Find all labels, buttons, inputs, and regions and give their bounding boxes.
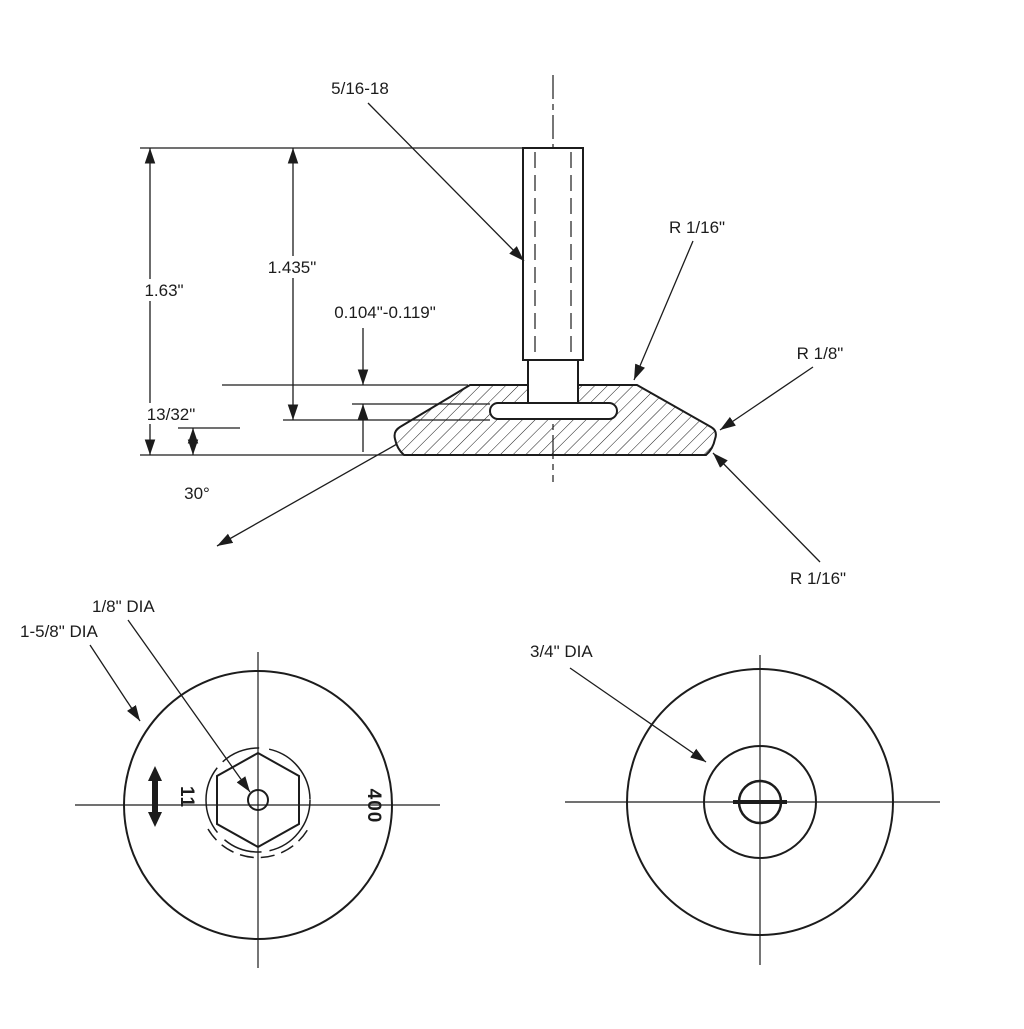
- stud-height-label: 1.435": [268, 258, 317, 277]
- recess-dia-label: 3/4" DIA: [530, 642, 593, 661]
- label-bg-13-32: [140, 403, 202, 424]
- stamp-arrow-up-icon: [148, 766, 162, 781]
- leader-radius-top: [634, 241, 693, 380]
- base-outline-circle: [124, 671, 392, 939]
- taper-angle-line: [217, 444, 397, 546]
- stamp-arrow-shaft-icon: [152, 781, 158, 812]
- base-height-label: 13/32": [147, 405, 196, 424]
- thread-size-label: 5/16-18: [331, 79, 389, 98]
- stamp-number-right: 400: [363, 789, 384, 824]
- hole-dia-label: 1/8" DIA: [92, 597, 155, 616]
- recess-circle: [704, 746, 816, 858]
- leader-base-dia: [90, 645, 140, 721]
- side-view: 5/16-18 1.63" 1.435" 0.104"-0.119" 13/32…: [136, 75, 846, 588]
- stamp-number-left: 11: [176, 786, 197, 808]
- leader-radius-right: [720, 367, 813, 430]
- radius-top-label: R 1/16": [669, 218, 725, 237]
- radius-bottom-label: R 1/16": [790, 569, 846, 588]
- leader-recess-dia: [570, 668, 706, 762]
- taper-angle-label: 30°: [184, 484, 210, 503]
- hex-boss-circle: [206, 748, 310, 852]
- flange-slot: [490, 403, 617, 419]
- top-view: 1/8" DIA 1-5/8" DIA 11 400: [20, 597, 440, 968]
- leader-hole-dia: [128, 620, 250, 792]
- center-hole-circle: [248, 790, 268, 810]
- slot-range-label: 0.104"-0.119": [334, 303, 436, 322]
- radius-right-label: R 1/8": [797, 344, 844, 363]
- label-bg-stud-height: [260, 256, 326, 278]
- stud-neck: [528, 360, 578, 403]
- base-dia-label: 1-5/8" DIA: [20, 622, 99, 641]
- leader-radius-bottom: [713, 453, 820, 562]
- leader-thread: [368, 103, 524, 261]
- label-bg-overall-height: [136, 279, 192, 301]
- threaded-stud: [523, 148, 583, 360]
- base-outline-circle-bottom: [627, 669, 893, 935]
- hex-flats-outline: [217, 753, 299, 847]
- overall-height-label: 1.63": [144, 281, 183, 300]
- stamp-arrow-down-icon: [148, 812, 162, 827]
- bottom-view: 3/4" DIA: [530, 642, 940, 965]
